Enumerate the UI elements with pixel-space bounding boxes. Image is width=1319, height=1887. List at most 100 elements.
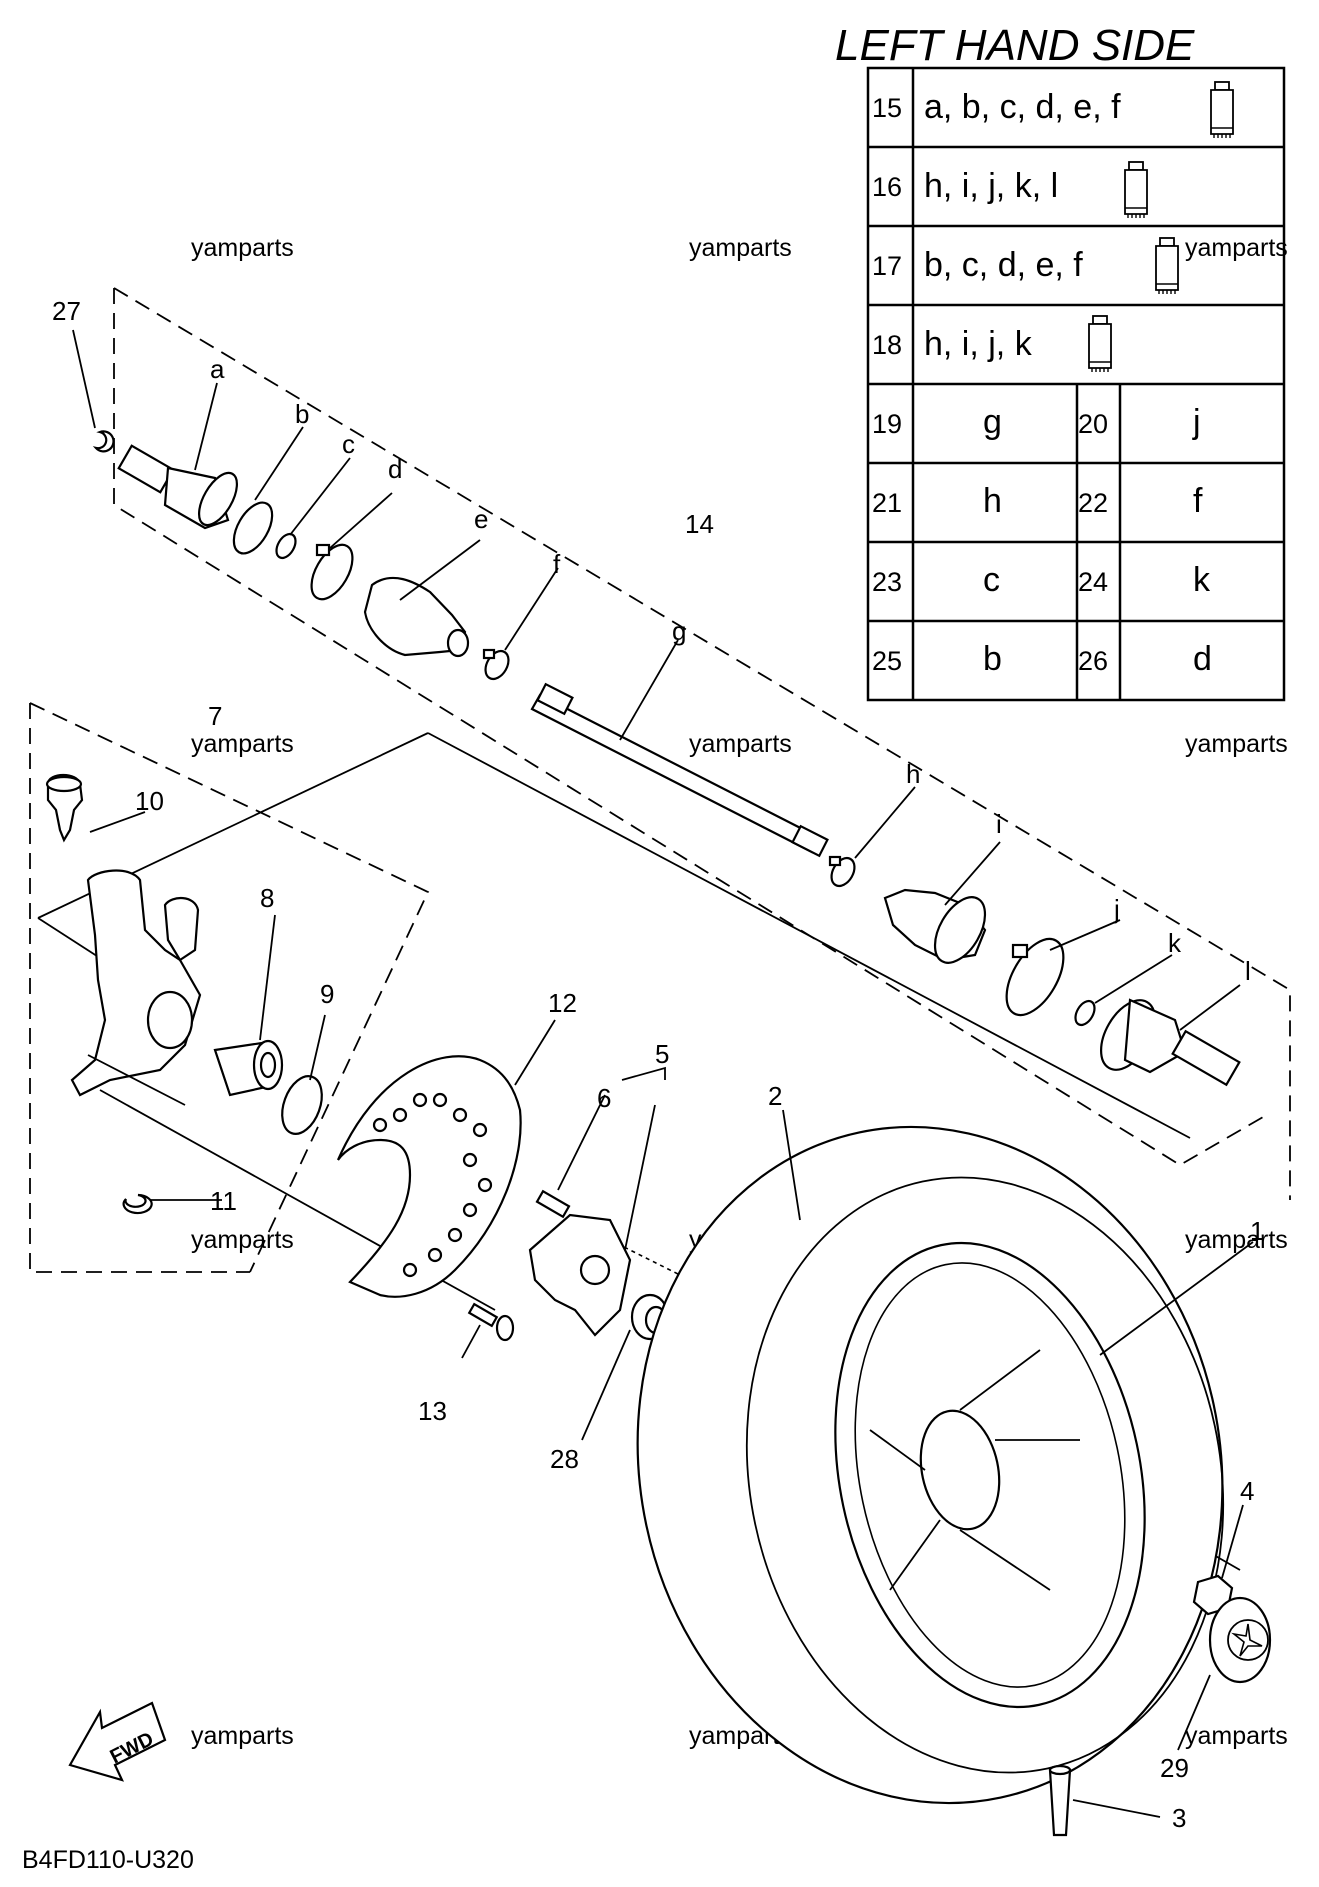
callout-3: 3: [1172, 1803, 1186, 1833]
callout-27: 27: [52, 296, 81, 326]
table-row-letters: a, b, c, d, e, f: [924, 88, 1121, 126]
callout-28: 28: [550, 1444, 579, 1474]
watermarks: yamparts yamparts yamparts yamparts yamp…: [191, 234, 1288, 1750]
callout-12: 12: [548, 988, 577, 1018]
fwd-arrow-icon: FWD: [68, 1701, 167, 1782]
part-1-wheel-rim: [834, 1241, 1146, 1709]
part-7-steering-knuckle: [70, 869, 202, 1097]
callout-13: 13: [418, 1396, 447, 1426]
table-row-letters: h, i, j, k, l: [924, 167, 1058, 205]
callout-8: 8: [260, 883, 274, 913]
part-3-valve: [1048, 1764, 1072, 1837]
callout-b: b: [295, 399, 309, 429]
diagram-code: B4FD110-U320: [22, 1846, 194, 1874]
application-table: 15 a, b, c, d, e, f 16 h, i, j, k, l 17 …: [866, 66, 1286, 702]
part-i-boot: [883, 888, 987, 964]
callout-d: d: [388, 454, 402, 484]
table-row-letter: c: [983, 561, 1000, 599]
callout-h: h: [906, 759, 920, 789]
table-row-num: 15: [872, 93, 902, 123]
leader-lines: [72, 329, 1254, 1818]
callout-c: c: [342, 429, 355, 459]
table-row-letter: j: [1192, 403, 1201, 441]
part-11-circlip: [122, 1193, 153, 1215]
callout-j: j: [1113, 894, 1120, 924]
part-12-brake-disc: [336, 1055, 522, 1298]
table-row-letter: f: [1193, 482, 1203, 520]
callout-5: 5: [655, 1039, 669, 1069]
table-row-letters: b, c, d, e, f: [924, 246, 1083, 284]
table-row-letter: h: [983, 482, 1002, 520]
table-row-num: 16: [872, 172, 902, 202]
watermark-text: yamparts: [191, 1226, 294, 1254]
part-k-circlip: [1074, 999, 1096, 1027]
part-d-boot-band: [310, 543, 354, 601]
callout-1: 1: [1250, 1216, 1264, 1246]
part-9-circlip: [281, 1075, 323, 1135]
part-6-stud-bolt: [535, 1189, 571, 1219]
part-h-boot-band: [828, 855, 856, 888]
callout-2: 2: [768, 1081, 782, 1111]
grease-tube-icon: [1088, 315, 1112, 373]
watermark-text: yamparts: [191, 730, 294, 758]
letter-callouts: a b c d e f g h i j k l: [210, 354, 1251, 986]
table-row-num: 22: [1078, 488, 1108, 518]
grease-tube-icon: [1124, 161, 1148, 219]
watermark-text: yamparts: [689, 730, 792, 758]
part-b-o-ring: [232, 501, 274, 555]
table-row-num: 20: [1078, 409, 1108, 439]
part-f-boot-band: [482, 648, 510, 681]
part-e-boot: [363, 576, 470, 658]
callout-6: 6: [597, 1083, 611, 1113]
watermark-text: yamparts: [689, 234, 792, 262]
part-5-wheel-hub: [528, 1213, 632, 1337]
table-row-num: 23: [872, 567, 902, 597]
callout-f: f: [553, 549, 561, 579]
callout-i: i: [996, 809, 1002, 839]
callout-g: g: [672, 616, 686, 646]
watermark-text: yamparts: [191, 234, 294, 262]
part-j-boot-band: [1005, 937, 1065, 1017]
table-row-letter: k: [1193, 561, 1211, 599]
part-13-bolt: [467, 1302, 515, 1342]
part-10-ball-joint: [45, 773, 84, 843]
table-row-num: 18: [872, 330, 902, 360]
table-row-letters: h, i, j, k: [924, 325, 1033, 363]
part-27-circlip: [92, 430, 115, 453]
callout-7: 7: [208, 701, 222, 731]
watermark-text: yamparts: [1185, 730, 1288, 758]
table-row-num: 19: [872, 409, 902, 439]
watermark-text: yamparts: [1185, 1722, 1288, 1750]
table-row-letter: b: [983, 640, 1002, 678]
watermark-text: yamparts: [191, 1722, 294, 1750]
diagram-title: LEFT HAND SIDE: [835, 21, 1195, 70]
grease-tube-icon: [1155, 237, 1179, 295]
part-c-circlip: [275, 532, 297, 560]
part-a-outer-cv-joint: [117, 444, 239, 530]
callout-14: 14: [685, 509, 714, 539]
assembly-boundaries: [29, 287, 1291, 1273]
table-row-letter: d: [1193, 640, 1212, 678]
part-29-center-cap: [1208, 1596, 1272, 1684]
table-row-num: 25: [872, 646, 902, 676]
table-row-num: 17: [872, 251, 902, 281]
part-8-wheel-bearing: [213, 1039, 284, 1097]
watermark-text: yamparts: [1185, 1226, 1288, 1254]
callout-e: e: [474, 504, 488, 534]
table-row-num: 26: [1078, 646, 1108, 676]
callout-l: l: [1245, 956, 1251, 986]
callout-a: a: [210, 354, 225, 384]
callout-10: 10: [135, 786, 164, 816]
callout-29: 29: [1160, 1753, 1189, 1783]
callout-k: k: [1168, 928, 1182, 958]
grease-tube-icon: [1210, 81, 1234, 139]
table-row-num: 24: [1078, 567, 1108, 597]
callouts: 27 14 7 10 8 9 12 5 6 2 11 1 13 28 4 29 …: [52, 296, 1264, 1833]
callout-4: 4: [1240, 1476, 1254, 1506]
callout-9: 9: [320, 979, 334, 1009]
table-row-letter: g: [983, 403, 1002, 441]
yamaha-emblem-icon: [1227, 1619, 1269, 1661]
table-row-num: 21: [872, 488, 902, 518]
callout-11: 11: [210, 1186, 237, 1216]
part-l-inner-cv-joint: [1099, 998, 1241, 1087]
